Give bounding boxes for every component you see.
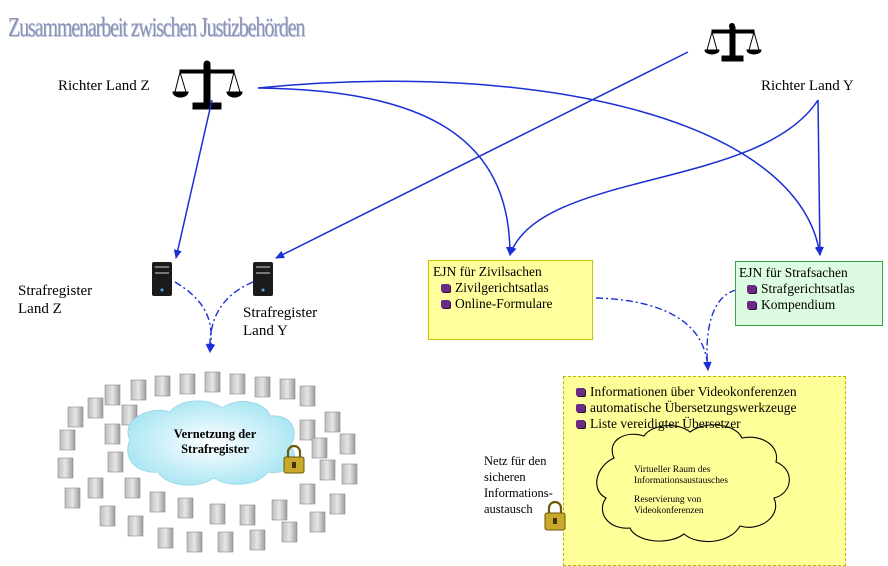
secure-label-line: Informations- [484, 486, 553, 500]
register-label-z-line2: Land Z [18, 301, 62, 317]
secure-network-label: Netz für den sicheren Informations- aust… [484, 453, 553, 517]
cloud-text: Virtueller Raum des Informationsaustausc… [634, 465, 728, 517]
secure-padlock-icon [544, 500, 566, 531]
register-label-z-line1: Strafregister [18, 283, 93, 299]
cloud-text-line: Informationsaustausches [634, 476, 728, 486]
ejn-civil-item: Zivilgerichtsatlas [433, 280, 592, 296]
judge-label-y: Richter Land Y [761, 78, 854, 94]
secure-network-item: automatische Übersetzungswerkzeuge [568, 400, 797, 416]
scales-icon-z [172, 60, 243, 110]
server-icon-y [253, 262, 273, 296]
judge-label-z: Richter Land Z [58, 78, 150, 94]
judge-arrows [173, 51, 824, 259]
secure-label-line: Netz für den [484, 454, 547, 468]
secure-network-item: Informationen über Videokonferenzen [568, 384, 797, 400]
ejn-criminal-title: EJN für Strafsachen [739, 265, 848, 280]
ejn-criminal-item: Strafgerichtsatlas [739, 281, 882, 297]
secure-label-line: austausch [484, 502, 533, 516]
scales-icon-y [704, 23, 762, 62]
server-ring [57, 371, 358, 553]
register-label-z: Strafregister Land Z [18, 282, 92, 318]
server-icon-z [152, 262, 172, 296]
ejn-criminal-item: Kompendium [739, 297, 882, 313]
register-label-y-line1: Strafregister [243, 305, 318, 321]
ejn-civil-box: EJN für Zivilsachen Zivilgerichtsatlas O… [428, 260, 593, 340]
diagram-title: Zusammenarbeit zwischen Justizbehörden [8, 12, 305, 42]
padlock-icon [283, 444, 305, 474]
secure-network-item: Liste vereidigter Übersetzer [568, 416, 797, 432]
ejn-criminal-list: Strafgerichtsatlas Kompendium [739, 281, 882, 313]
cloud-text-line: Virtueller Raum des [634, 465, 711, 475]
information-exchange-cloud [596, 424, 790, 543]
dashdot-arrows [174, 281, 737, 371]
ejn-criminal-box: EJN für Strafsachen Strafgerichtsatlas K… [735, 261, 883, 326]
register-label-y-line2: Land Y [243, 323, 288, 339]
secure-network-list: Informationen über Videokonferenzen auto… [568, 384, 797, 432]
ejn-civil-list: Zivilgerichtsatlas Online-Formulare [433, 280, 592, 312]
register-label-y: Strafregister Land Y [243, 304, 317, 340]
registers-network-cloud [127, 400, 295, 486]
ejn-civil-item: Online-Formulare [433, 296, 592, 312]
cloud-text-line: Reservierung von [634, 495, 702, 505]
network-label-line2: Strafregister [181, 442, 249, 456]
network-label-line1: Vernetzung der [173, 427, 257, 441]
ejn-civil-title: EJN für Zivilsachen [433, 264, 542, 279]
network-cloud-label: Vernetzung der Strafregister [150, 427, 280, 457]
secure-label-line: sicheren [484, 470, 526, 484]
cloud-text-line: Videokonferenzen [634, 506, 704, 516]
